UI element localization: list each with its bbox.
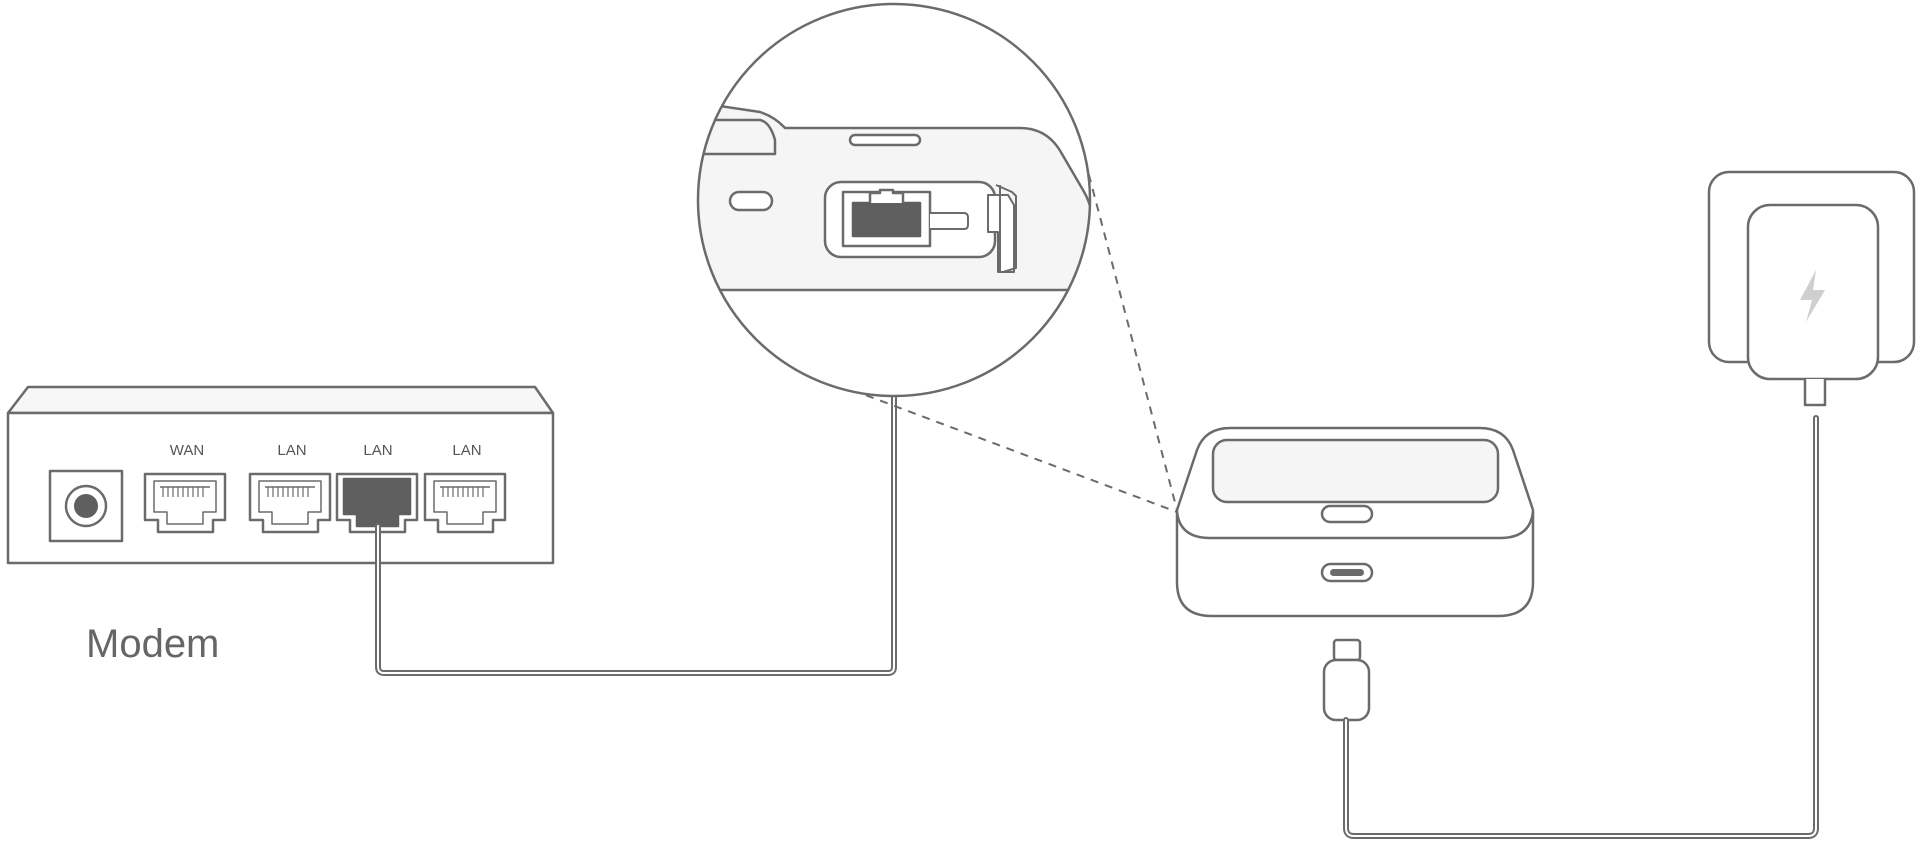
modem bbox=[6, 385, 555, 565]
modem-top-face bbox=[6, 385, 555, 415]
router-top-panel bbox=[1211, 438, 1500, 504]
zoom-pointer-lines bbox=[851, 159, 1178, 513]
lan-port-1 bbox=[248, 472, 332, 534]
router-top-slot bbox=[1320, 504, 1374, 524]
wan-port bbox=[143, 472, 227, 534]
adapter-neck bbox=[1803, 379, 1827, 407]
port-label-lan-2: LAN bbox=[363, 442, 392, 459]
ethernet-port-icon bbox=[841, 188, 932, 248]
lan-port-3 bbox=[423, 472, 507, 534]
router-device bbox=[1175, 426, 1535, 618]
zoom-cable-clip bbox=[930, 212, 969, 230]
port-label-lan-3: LAN bbox=[452, 442, 481, 459]
port-label-lan-1: LAN bbox=[277, 442, 306, 459]
power-jack-icon bbox=[48, 469, 124, 543]
lightning-bolt-icon bbox=[1800, 270, 1825, 322]
usb-c-plug-body bbox=[1322, 658, 1371, 722]
usb-c-plug-tip bbox=[1332, 638, 1362, 662]
port-label-wan: WAN bbox=[170, 442, 204, 459]
usb-c-cable bbox=[1322, 415, 1819, 839]
zoom-magnifier bbox=[696, 2, 1092, 398]
wall-power-adapter bbox=[1707, 170, 1916, 407]
zoom-usbc-port bbox=[728, 190, 774, 212]
zoom-slot bbox=[848, 133, 922, 147]
lan-port-2-connected bbox=[335, 472, 419, 534]
modem-label: Modem bbox=[86, 622, 219, 666]
